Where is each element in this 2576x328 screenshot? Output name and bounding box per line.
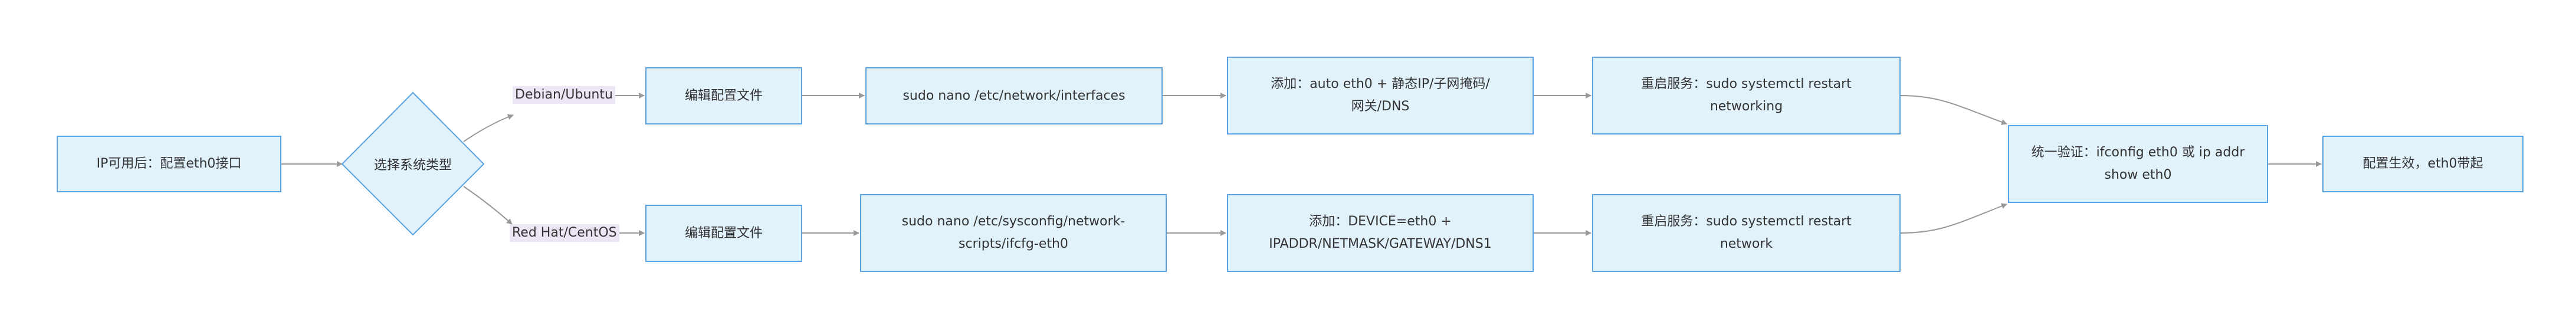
node-redhat-add[interactable]: 添加：DEVICE=eth0 + IPADDR/NETMASK/GATEWAY/… <box>1227 194 1534 272</box>
node-redhat-add-line1: 添加：DEVICE=eth0 + <box>1309 214 1452 229</box>
node-decision-text: 选择系统类型 <box>373 158 452 173</box>
edge-label-redhat: Red Hat/CentOS <box>510 224 619 242</box>
decision-diamond <box>341 91 485 236</box>
node-verify-line1: 统一验证：ifconfig eth0 或 ip addr <box>2031 145 2245 160</box>
node-redhat-cmd[interactable]: sudo nano /etc/sysconfig/network- script… <box>860 194 1167 272</box>
edge-label-debian: Debian/Ubuntu <box>513 86 615 104</box>
node-start[interactable]: IP可用后：配置eth0接口 <box>57 136 281 192</box>
node-redhat-edit[interactable]: 编辑配置文件 <box>645 205 802 262</box>
edge-debian-restart-to-verify <box>1900 95 2007 125</box>
node-debian-cmd[interactable]: sudo nano /etc/network/interfaces <box>865 67 1163 124</box>
node-decision-label[interactable]: 选择系统类型 <box>354 152 472 176</box>
node-redhat-restart-line1: 重启服务：sudo systemctl restart <box>1641 214 1852 229</box>
node-debian-restart[interactable]: 重启服务：sudo systemctl restart networking <box>1592 57 1901 135</box>
node-debian-cmd-text: sudo nano /etc/network/interfaces <box>903 88 1125 103</box>
node-debian-add-line1: 添加：auto eth0 + 静态IP/子网掩码/ <box>1271 77 1490 91</box>
node-debian-restart-line2: networking <box>1709 99 1783 114</box>
edge-decision-to-redhat <box>463 186 513 225</box>
edge-decision-to-debian <box>463 114 514 142</box>
node-redhat-edit-text: 编辑配置文件 <box>684 225 763 241</box>
node-debian-add-line2: 网关/DNS <box>1351 99 1410 114</box>
node-debian-edit-text: 编辑配置文件 <box>684 88 763 103</box>
node-redhat-cmd-line2: scripts/ifcfg-eth0 <box>959 237 1068 251</box>
node-debian-restart-line1: 重启服务：sudo systemctl restart <box>1641 77 1852 91</box>
node-redhat-restart-line2: network <box>1719 237 1773 251</box>
node-debian-edit[interactable]: 编辑配置文件 <box>645 67 802 124</box>
node-start-text: IP可用后：配置eth0接口 <box>96 156 242 171</box>
node-verify-line2: show eth0 <box>2104 168 2172 182</box>
node-redhat-restart[interactable]: 重启服务：sudo systemctl restart network <box>1592 194 1901 272</box>
edge-redhat-restart-to-verify <box>1900 203 2007 234</box>
node-redhat-add-line2: IPADDR/NETMASK/GATEWAY/DNS1 <box>1269 237 1492 251</box>
node-debian-add[interactable]: 添加：auto eth0 + 静态IP/子网掩码/ 网关/DNS <box>1227 57 1534 135</box>
node-verify[interactable]: 统一验证：ifconfig eth0 或 ip addr show eth0 <box>2008 125 2268 203</box>
node-end-text: 配置生效，eth0带起 <box>2362 156 2483 171</box>
node-redhat-cmd-line1: sudo nano /etc/sysconfig/network- <box>901 214 1125 229</box>
node-end[interactable]: 配置生效，eth0带起 <box>2322 136 2524 192</box>
